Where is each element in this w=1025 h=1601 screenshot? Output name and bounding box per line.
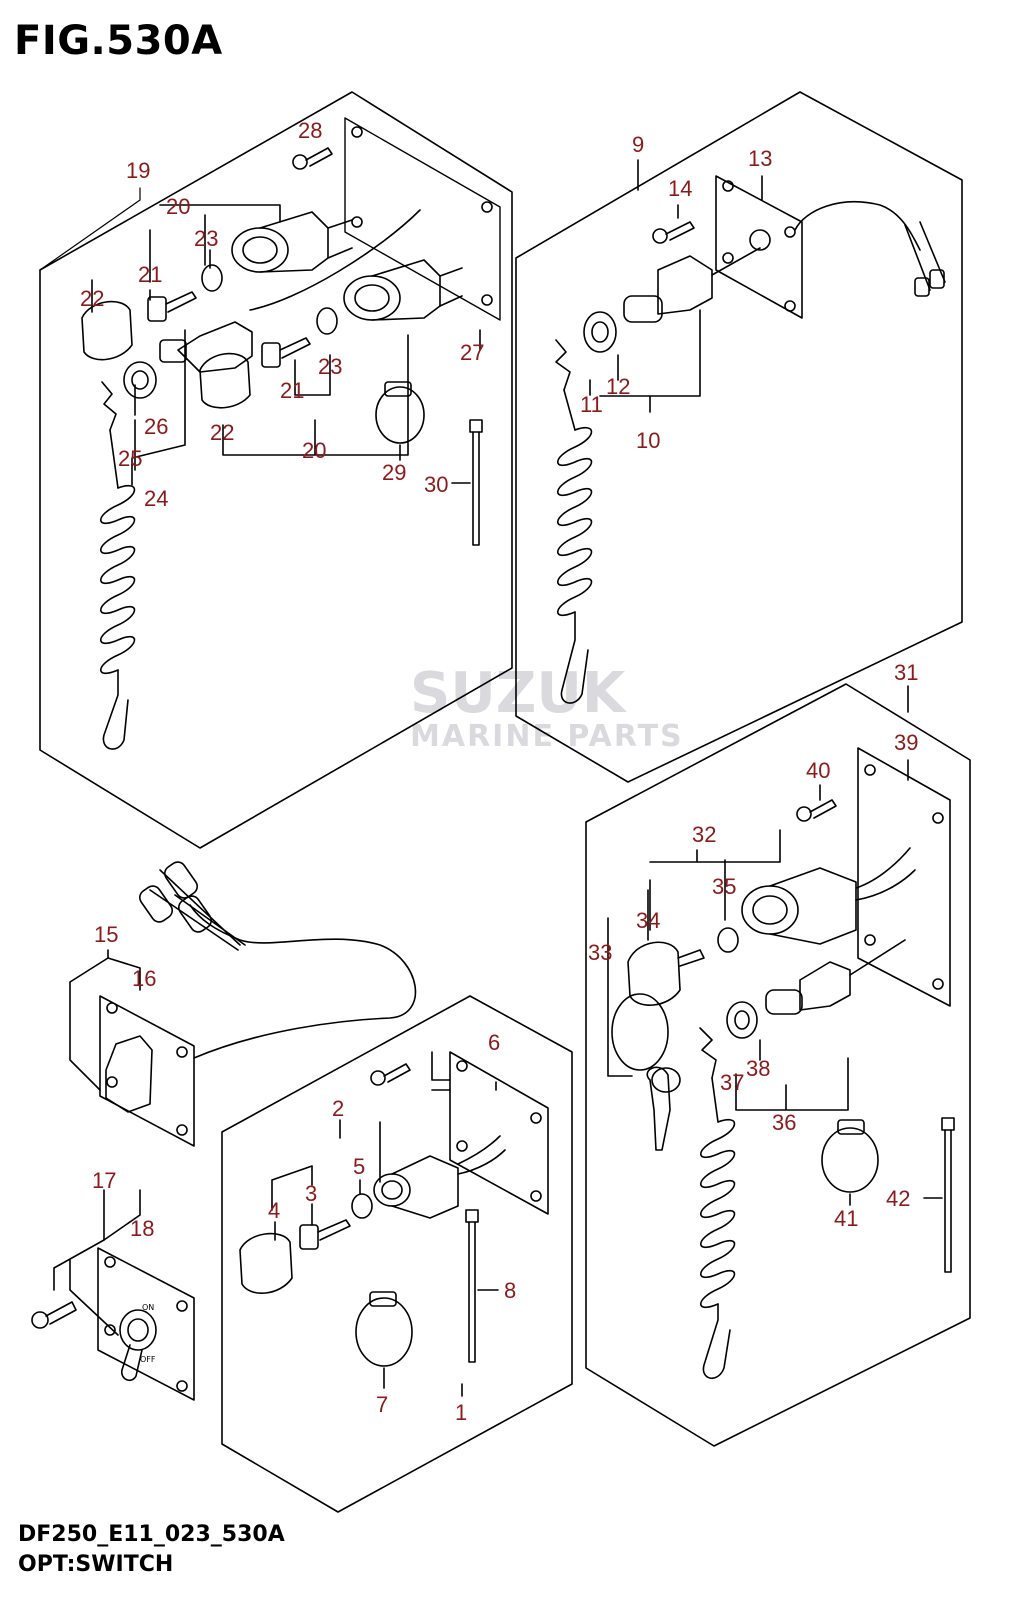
- callout-8: 8: [504, 1278, 516, 1303]
- group-box-9: [515, 91, 963, 783]
- switch-on-label: ON: [142, 1303, 154, 1312]
- callout-23a: 23: [194, 226, 218, 251]
- callout-34: 34: [636, 908, 660, 933]
- callout-9: 9: [632, 132, 644, 157]
- callout-1: 1: [455, 1400, 467, 1425]
- callout-7: 7: [376, 1392, 388, 1417]
- callout-20a: 20: [166, 194, 190, 219]
- group-17: [31, 1189, 195, 1401]
- callout-21a: 21: [138, 262, 162, 287]
- callout-13: 13: [748, 146, 772, 171]
- callout-32: 32: [692, 822, 716, 847]
- callout-21b: 21: [280, 378, 304, 403]
- callout-4: 4: [268, 1198, 280, 1223]
- callout-23b: 23: [318, 354, 342, 379]
- watermark-sub: MARINE PARTS: [410, 719, 684, 754]
- callout-39: 39: [894, 730, 918, 755]
- watermark-logo: SUZUK MARINE PARTS: [410, 666, 684, 754]
- callout-36: 36: [772, 1110, 796, 1135]
- callout-12: 12: [606, 374, 630, 399]
- callout-16: 16: [132, 966, 156, 991]
- figure-name: OPT:SWITCH: [18, 1552, 174, 1577]
- callout-42: 42: [886, 1186, 910, 1211]
- callout-5: 5: [353, 1154, 365, 1179]
- callout-37: 37: [720, 1070, 744, 1095]
- callout-22b: 22: [210, 420, 234, 445]
- callout-31: 31: [894, 660, 918, 685]
- callout-40: 40: [806, 758, 830, 783]
- watermark-brand: SUZUK: [410, 661, 626, 726]
- callout-19: 19: [126, 158, 150, 183]
- group-box-1: [221, 995, 573, 1513]
- figure-code: DF250_E11_023_530A: [18, 1522, 285, 1547]
- group-box-31: [585, 683, 971, 1447]
- callout-10: 10: [636, 428, 660, 453]
- callout-14: 14: [668, 176, 692, 201]
- callout-20b: 20: [302, 438, 326, 463]
- callout-6: 6: [488, 1030, 500, 1055]
- switch-off-label: OFF: [140, 1355, 156, 1364]
- group-box-19: [39, 91, 513, 849]
- callout-17: 17: [92, 1168, 116, 1193]
- callout-26: 26: [144, 414, 168, 439]
- callout-33: 33: [588, 940, 612, 965]
- callout-15: 15: [94, 922, 118, 947]
- figure-title: FIG.530A: [14, 18, 223, 64]
- callout-27: 27: [460, 340, 484, 365]
- callout-29: 29: [382, 460, 406, 485]
- callout-3: 3: [305, 1181, 317, 1206]
- group-15: [69, 861, 417, 1147]
- callout-38: 38: [746, 1056, 770, 1081]
- callout-labels: 1 2 3 4 5 6 7 8 9 10 11 12 13 14 15 16 1…: [80, 118, 918, 1425]
- callout-2: 2: [332, 1096, 344, 1121]
- callout-24: 24: [144, 486, 168, 511]
- callout-11: 11: [580, 392, 603, 417]
- callout-18: 18: [130, 1216, 154, 1241]
- callout-41: 41: [834, 1206, 858, 1231]
- callout-35: 35: [712, 874, 736, 899]
- callout-25: 25: [118, 446, 142, 471]
- callout-30: 30: [424, 472, 448, 497]
- callout-22a: 22: [80, 286, 104, 311]
- callout-28: 28: [298, 118, 322, 143]
